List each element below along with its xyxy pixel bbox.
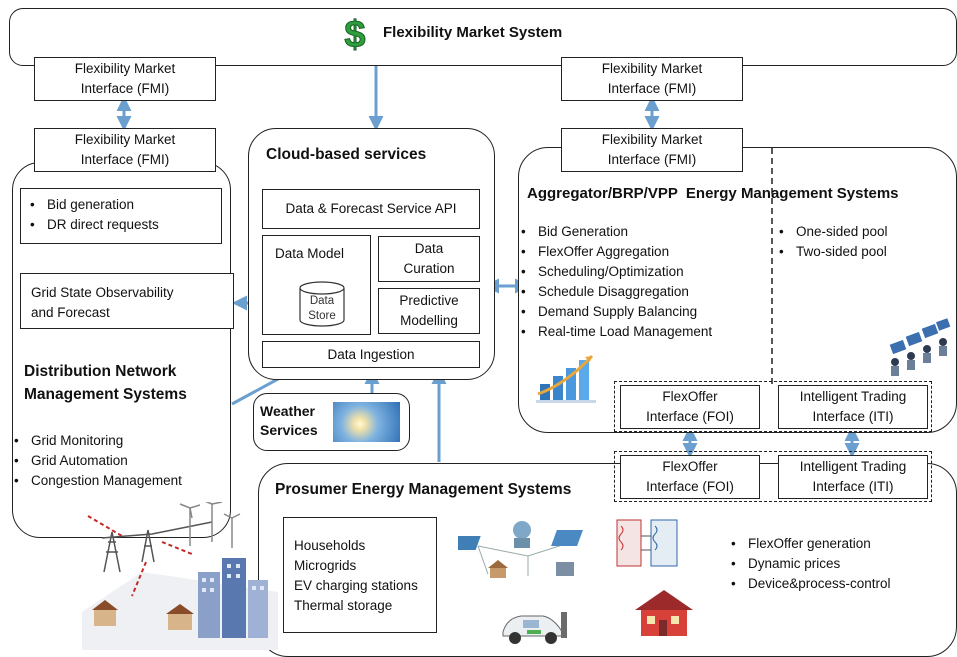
prosumer-features-list: FlexOffer generation Dynamic prices Devi… [722,534,891,594]
bar-chart-graphic [536,350,606,404]
thermal-storage-illustration [611,516,691,572]
iti-line2: Interface (ITI) [812,479,894,494]
dnms-item: Grid Monitoring [14,431,182,451]
aggregator-interfaces-group [614,381,932,432]
dnms-item: Grid Automation [14,451,182,471]
bid-generation-box: Bid generation DR direct requests [20,188,222,244]
fmi-label-line1: Flexibility Market [601,132,703,147]
aggregator-item: Real-time Load Management [521,322,712,342]
fmi-label-line1: Flexibility Market [601,61,703,76]
foi-aggregator: FlexOffer Interface (FOI) [620,385,760,429]
dnms-title: Distribution Network Management Systems [24,360,187,406]
weather-sky-image [333,402,400,442]
iti-line1: Intelligent Trading [799,459,907,474]
fmi-top-right: Flexibility Market Interface (FMI) [561,57,743,101]
aggregator-item: Scheduling/Optimization [521,262,712,282]
svg-text:$: $ [344,14,365,54]
grid-state-box: Grid State Observability and Forecast [20,273,234,329]
weather-label: Weather Services [260,402,318,440]
curation-line1: Data [414,241,444,256]
grid-state-line2: and Forecast [31,305,110,320]
fmi-aggregator: Flexibility Market Interface (FMI) [561,128,743,172]
prosumer-feature: Dynamic prices [731,554,891,574]
ev-car-illustration [497,604,569,648]
iti-line1: Intelligent Trading [799,389,907,404]
prosumer-title: Prosumer Energy Management Systems [275,481,572,498]
predictive-modelling-box: Predictive Modelling [378,288,480,334]
bid-item: Bid generation [30,195,221,215]
prosumer-type: Households [294,538,366,553]
prosumer-feature: Device&process-control [731,574,891,594]
flexibility-market-system [9,8,957,66]
bid-item: DR direct requests [30,215,221,235]
pool-list: One-sided pool Two-sided pool [770,222,888,262]
prosumer-type: Thermal storage [294,598,393,613]
aggregator-item: Schedule Disaggregation [521,282,712,302]
data-model-label: Data Model [275,246,345,261]
data-store-line1: Data [309,295,335,307]
aggregator-list: Bid Generation FlexOffer Aggregation Sch… [512,222,712,342]
data-ingestion-box: Data Ingestion [262,341,480,368]
data-store-cylinder: Data Store [298,280,346,328]
dnms-item: Congestion Management [14,471,182,491]
prosumer-type: EV charging stations [294,578,418,593]
market-title: Flexibility Market System [383,24,563,41]
fmi-label-line2: Interface (FMI) [80,152,170,167]
aggregator-item: FlexOffer Aggregation [521,242,712,262]
data-store-label: Data Store [298,294,346,324]
dnms-title-line2: Management Systems [24,386,187,403]
predictive-line1: Predictive [399,293,459,308]
data-model-box: Data Model Data Store [262,235,371,335]
foi-line1: FlexOffer [662,459,718,474]
fmi-top-left: Flexibility Market Interface (FMI) [34,57,216,101]
power-grid-city-illustration [82,499,278,650]
data-forecast-api: Data & Forecast Service API [262,189,480,229]
dnms-title-line1: Distribution Network [24,363,177,380]
dnms-list: Grid Monitoring Grid Automation Congesti… [5,431,182,491]
curation-line2: Curation [403,261,455,276]
fmi-label-line1: Flexibility Market [74,132,176,147]
dollar-sign-icon: $ [340,14,370,57]
predictive-line2: Modelling [400,313,458,328]
microgrid-illustration [451,516,600,586]
fmi-label-line2: Interface (FMI) [607,81,697,96]
fmi-label-line2: Interface (FMI) [80,81,170,96]
aggregator-title: Aggregator/BRP/VPP Energy Management Sys… [527,185,899,202]
prosumer-types-box: Households Microgrids EV charging statio… [283,517,437,633]
foi-prosumer: FlexOffer Interface (FOI) [620,455,760,499]
foi-line2: Interface (FOI) [646,409,734,424]
pool-divider [771,148,773,386]
prosumer-type: Microgrids [294,558,357,573]
house-illustration [631,588,697,638]
trading-people-graphic [885,318,955,380]
iti-prosumer: Intelligent Trading Interface (ITI) [778,455,928,499]
fmi-label-line1: Flexibility Market [74,61,176,76]
weather-line1: Weather [260,403,315,419]
pool-item: One-sided pool [779,222,887,242]
data-store-line2: Store [308,310,336,322]
data-curation-box: Data Curation [378,236,480,282]
aggregator-item: Demand Supply Balancing [521,302,712,322]
pool-item: Two-sided pool [779,242,888,262]
weather-line2: Services [260,422,318,438]
fmi-dnms: Flexibility Market Interface (FMI) [34,128,216,172]
aggregator-item: Bid Generation [521,222,712,242]
grid-state-line1: Grid State Observability [31,285,174,300]
iti-aggregator: Intelligent Trading Interface (ITI) [778,385,928,429]
foi-line2: Interface (FOI) [646,479,734,494]
fmi-label-line2: Interface (FMI) [607,152,697,167]
prosumer-feature: FlexOffer generation [731,534,891,554]
foi-line1: FlexOffer [662,389,718,404]
cloud-title: Cloud-based services [266,146,427,163]
prosumer-interfaces-group [614,451,932,502]
iti-line2: Interface (ITI) [812,409,894,424]
